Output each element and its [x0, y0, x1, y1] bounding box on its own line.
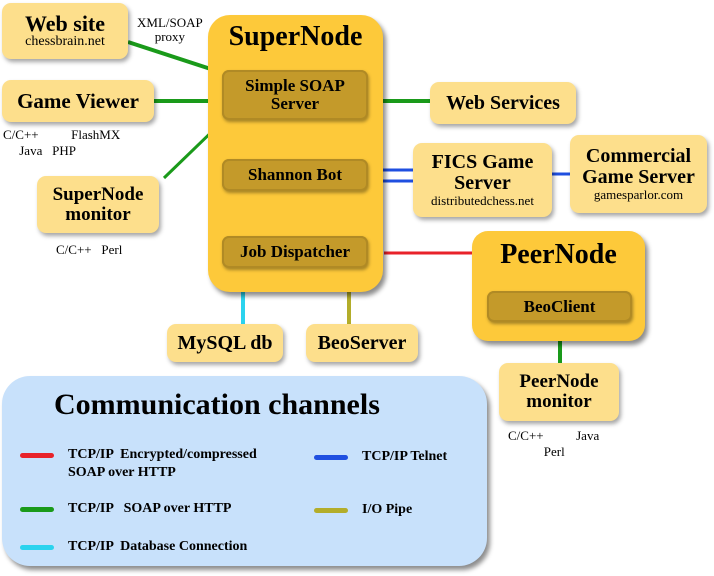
beoclient-label: BeoClient [523, 296, 596, 316]
peernode-monitor-languages: C/C++ Java Perl [508, 428, 600, 460]
web-services-box[interactable]: Web Services [430, 82, 576, 124]
legend-label: TCP/IP Telnet [362, 449, 448, 464]
commercial-url: gamesparlor.com [593, 187, 684, 203]
legend-label: TCP/IP SOAP over HTTP [68, 501, 232, 516]
supernode-monitor-box[interactable]: SuperNode monitor [37, 176, 159, 233]
legend-swatch-cyan [20, 545, 54, 550]
game-viewer-languages: C/C++ FlashMX Java PHP [3, 127, 121, 159]
legend-title: Communication channels [54, 388, 380, 421]
supernode-monitor-title-2: monitor [65, 203, 131, 225]
supernode-title: SuperNode [228, 21, 363, 52]
web-site-url: chessbrain.net [25, 34, 105, 50]
supernode-monitor-languages: C/C++ Perl [56, 242, 123, 257]
legend-label: TCP/IP Database Connection [68, 539, 248, 554]
commercial-title-2: Game Server [582, 166, 695, 189]
mysql-db-box[interactable]: MySQL db [167, 324, 283, 362]
peernode-title: PeerNode [500, 239, 617, 270]
beoserver-title: BeoServer [317, 331, 407, 354]
game-viewer-box[interactable]: Game Viewer [2, 80, 154, 122]
fics-url: distributedchess.net [431, 193, 534, 209]
legend-item-soap: TCP/IP SOAP over HTTP [20, 500, 231, 518]
beoclient-component[interactable]: BeoClient [487, 291, 632, 322]
legend-swatch-blue [314, 455, 348, 460]
commercial-server-box[interactable]: Commercial Game Server gamesparlor.com [570, 135, 707, 213]
job-dispatcher-label: Job Dispatcher [239, 242, 351, 262]
fics-title-1: FICS Game [431, 151, 534, 174]
peernode-monitor-title-1: PeerNode [519, 371, 599, 393]
peernode-box[interactable]: PeerNode BeoClient [472, 231, 645, 341]
peernode-monitor-title-2: monitor [526, 391, 592, 412]
shannon-bot-component[interactable]: Shannon Bot [222, 159, 368, 191]
soap-server-label-2: Server [270, 94, 320, 113]
supernode-box[interactable]: SuperNode Simple SOAP Server Shannon Bot… [208, 15, 383, 292]
soap-server-component[interactable]: Simple SOAP Server [222, 70, 368, 120]
web-site-box[interactable]: Web site chessbrain.net [2, 3, 128, 59]
legend-label: I/O Pipe [362, 502, 413, 517]
legend-swatch-olive [314, 508, 348, 513]
beoserver-box[interactable]: BeoServer [306, 324, 418, 362]
legend-item-telnet: TCP/IP Telnet [314, 448, 447, 466]
supernode-monitor-title-1: SuperNode [52, 183, 144, 205]
commercial-title-1: Commercial [585, 145, 692, 168]
legend-item-database: TCP/IP Database Connection [20, 538, 247, 556]
soap-server-label-1: Simple SOAP [245, 76, 345, 96]
xml-soap-proxy-label: XML/SOAP proxy [137, 15, 203, 45]
fics-server-box[interactable]: FICS Game Server distributedchess.net [413, 143, 552, 217]
legend-swatch-red [20, 453, 54, 458]
game-viewer-title: Game Viewer [17, 88, 139, 113]
mysql-title: MySQL db [177, 331, 273, 354]
fics-title-2: Server [454, 172, 511, 195]
web-site-title: Web site [24, 11, 106, 37]
shannon-bot-label: Shannon Bot [247, 165, 343, 185]
web-services-title: Web Services [446, 91, 560, 114]
legend-label: TCP/IP Encrypted/compressed SOAP over HT… [68, 447, 257, 480]
job-dispatcher-component[interactable]: Job Dispatcher [222, 236, 368, 268]
peernode-monitor-box[interactable]: PeerNode monitor [499, 363, 619, 421]
legend-swatch-green [20, 507, 54, 512]
legend-panel: Communication channels TCP/IP Encrypted/… [2, 376, 487, 566]
legend-item-io-pipe: I/O Pipe [314, 501, 412, 519]
legend-item-encrypted-soap: TCP/IP Encrypted/compressed SOAP over HT… [20, 446, 257, 481]
